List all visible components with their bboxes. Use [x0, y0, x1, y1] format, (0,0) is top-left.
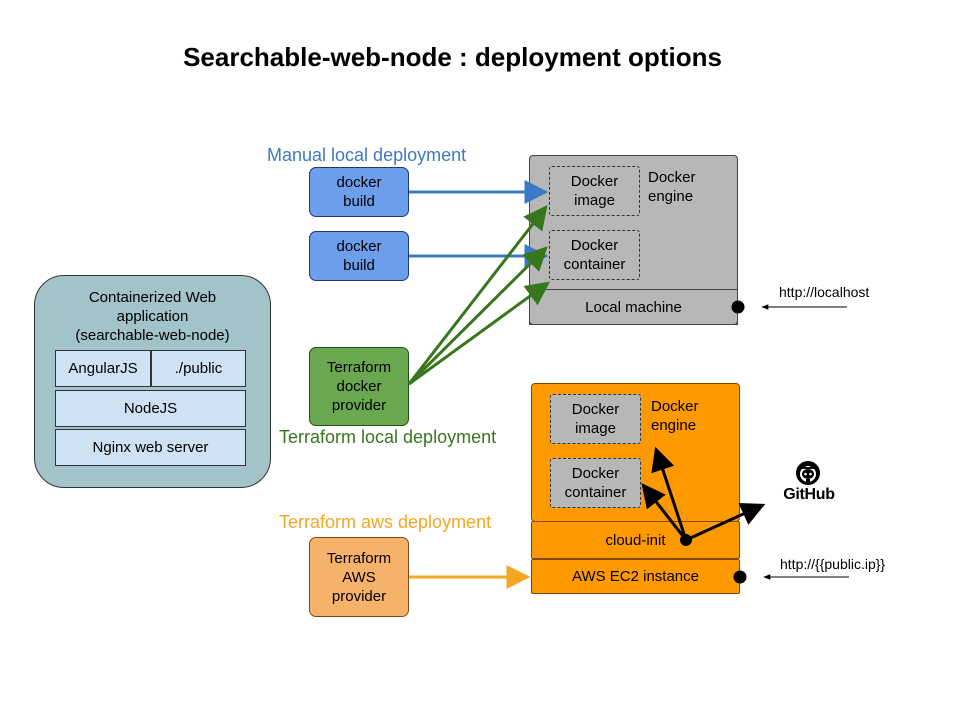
nginx-layer: Nginx web server — [55, 429, 246, 466]
github-label: GitHub — [783, 486, 835, 503]
docker-build-button-1[interactable]: docker build — [309, 167, 409, 217]
terraform-aws-provider-button[interactable]: Terraform AWS provider — [309, 537, 409, 617]
nodejs-layer: NodeJS — [55, 390, 246, 427]
ec2-endpoint-dot — [733, 570, 747, 584]
cloud-init-dot — [680, 534, 692, 546]
local-docker-engine-panel — [529, 155, 738, 325]
public-ip-url[interactable]: http://{{public.ip}} — [780, 556, 886, 572]
arrow-terraform-to-local-machine — [408, 281, 550, 386]
public-folder-layer: ./public — [151, 350, 246, 387]
aws-docker-image: Docker image — [550, 394, 641, 444]
arrow-terraform-to-image — [407, 205, 548, 385]
terraform-aws-deployment-label: Terraform aws deployment — [279, 512, 492, 532]
angularjs-layer: AngularJS — [55, 350, 151, 387]
aws-docker-container: Docker container — [550, 458, 641, 508]
local-docker-image: Docker image — [549, 166, 640, 216]
app-panel-title: Containerized Web application (searchabl… — [75, 288, 230, 344]
terraform-local-deployment-label: Terraform local deployment — [279, 427, 497, 447]
cloud-init-bar: cloud-init — [531, 521, 740, 559]
aws-ec2-instance-bar: AWS EC2 instance — [531, 559, 740, 594]
local-docker-engine-label: Docker engine — [648, 169, 696, 205]
localhost-url[interactable]: http://localhost — [779, 284, 870, 300]
local-docker-container: Docker container — [549, 230, 640, 280]
github-logo: GitHub — [779, 460, 839, 508]
arrow-terraform-to-container — [407, 246, 548, 386]
arrow-cloudinit-to-image — [651, 446, 688, 541]
arrow-cloudinit-to-container — [641, 483, 688, 541]
localhost-endpoint-dot — [731, 300, 745, 314]
aws-docker-engine-label: Docker engine — [651, 398, 699, 434]
docker-build-button-2[interactable]: docker build — [309, 231, 409, 281]
manual-deployment-label: Manual local deployment — [267, 145, 467, 165]
page-title: Searchable-web-node : deployment options — [183, 42, 722, 72]
arrow-cloudinit-to-github — [685, 503, 766, 542]
terraform-docker-provider-button[interactable]: Terraform docker provider — [309, 347, 409, 426]
github-octocat-icon — [796, 461, 820, 485]
